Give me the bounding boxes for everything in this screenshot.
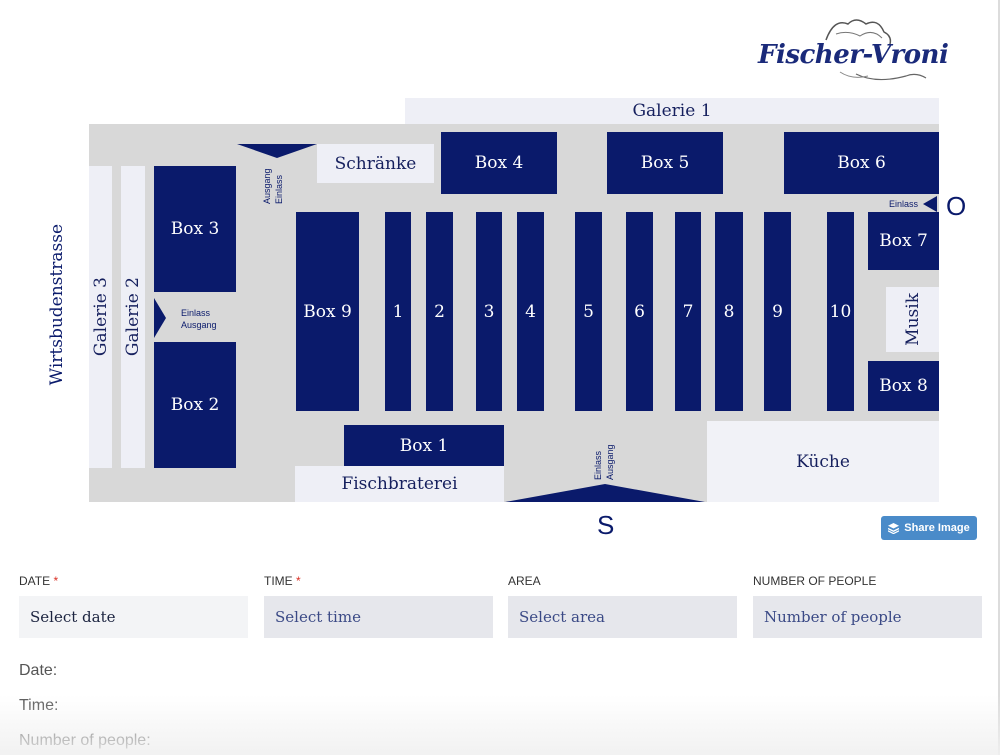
compass-east: O bbox=[946, 191, 967, 221]
entrance-east-einlass: Einlass bbox=[889, 199, 919, 209]
people-label: NUMBER OF PEOPLE bbox=[753, 574, 877, 588]
table-1[interactable]: 1 bbox=[385, 212, 411, 411]
entrance-north-einlass: Ausgang bbox=[262, 168, 272, 204]
frame-border bbox=[998, 0, 1000, 755]
share-image-button[interactable]: Share Image bbox=[881, 516, 977, 540]
area-galerie-1[interactable]: Galerie 1 bbox=[405, 98, 939, 124]
date-label: DATE * bbox=[19, 574, 59, 588]
box-9[interactable]: Box 9 bbox=[296, 212, 359, 411]
table-7[interactable]: 7 bbox=[675, 212, 701, 411]
table-6[interactable]: 6 bbox=[626, 212, 653, 411]
area-schraenke[interactable]: Schränke bbox=[317, 144, 434, 183]
box-4[interactable]: Box 4 bbox=[441, 132, 557, 194]
box-6[interactable]: Box 6 bbox=[784, 132, 939, 194]
area-musik[interactable]: Musik bbox=[886, 287, 939, 352]
share-image-label: Share Image bbox=[904, 522, 970, 534]
layers-icon bbox=[888, 522, 900, 534]
entrance-south-einlass: Einlass bbox=[593, 450, 603, 480]
table-9[interactable]: 9 bbox=[764, 212, 791, 411]
time-label: TIME * bbox=[264, 574, 301, 588]
street-label: Wirtsbudenstrasse bbox=[47, 224, 67, 386]
box-2[interactable]: Box 2 bbox=[154, 342, 236, 468]
area-select[interactable] bbox=[508, 596, 737, 638]
summary-people: Number of people: bbox=[19, 732, 151, 749]
brand-logo: Fischer-Vroni bbox=[756, 14, 949, 86]
compass-south: S bbox=[597, 510, 615, 540]
summary-date: Date: bbox=[19, 662, 58, 679]
table-3[interactable]: 3 bbox=[476, 212, 502, 411]
entrance-south-ausgang: Ausgang bbox=[605, 444, 615, 480]
time-input[interactable] bbox=[264, 596, 493, 638]
map-notch bbox=[89, 98, 405, 124]
entrance-east-arrow-icon bbox=[923, 196, 937, 212]
area-kueche[interactable]: Küche bbox=[707, 421, 939, 502]
entrance-west-ausgang: Ausgang bbox=[181, 320, 217, 330]
area-fischbraterei[interactable]: Fischbraterei bbox=[295, 466, 504, 502]
entrance-west-arrow-icon bbox=[154, 298, 166, 338]
area-galerie-3[interactable]: Galerie 3 bbox=[89, 166, 112, 468]
entrance-south-arrow-icon bbox=[505, 484, 705, 502]
entrance-north-arrow-icon bbox=[237, 144, 317, 158]
logo-emblem-icon bbox=[825, 19, 927, 81]
box-3[interactable]: Box 3 bbox=[154, 166, 236, 292]
table-2[interactable]: 2 bbox=[426, 212, 453, 411]
entrance-west-einlass: Einlass bbox=[181, 308, 211, 318]
box-8[interactable]: Box 8 bbox=[868, 361, 939, 411]
table-4[interactable]: 4 bbox=[517, 212, 544, 411]
box-1[interactable]: Box 1 bbox=[344, 425, 504, 466]
box-7[interactable]: Box 7 bbox=[868, 212, 939, 270]
floor-plan: Galerie 1 Galerie 3 Galerie 2 Box 3 Box … bbox=[89, 98, 939, 502]
entrance-north-ausgang: Einlass bbox=[274, 174, 284, 204]
area-galerie-2[interactable]: Galerie 2 bbox=[121, 166, 145, 468]
summary-time: Time: bbox=[19, 697, 59, 714]
table-8[interactable]: 8 bbox=[715, 212, 743, 411]
box-5[interactable]: Box 5 bbox=[607, 132, 723, 194]
table-5[interactable]: 5 bbox=[575, 212, 602, 411]
logo-text: Fischer-Vroni bbox=[758, 40, 949, 70]
area-label: AREA bbox=[508, 574, 541, 588]
people-input[interactable] bbox=[753, 596, 982, 638]
date-input[interactable] bbox=[19, 596, 248, 638]
table-10[interactable]: 10 bbox=[827, 212, 854, 411]
